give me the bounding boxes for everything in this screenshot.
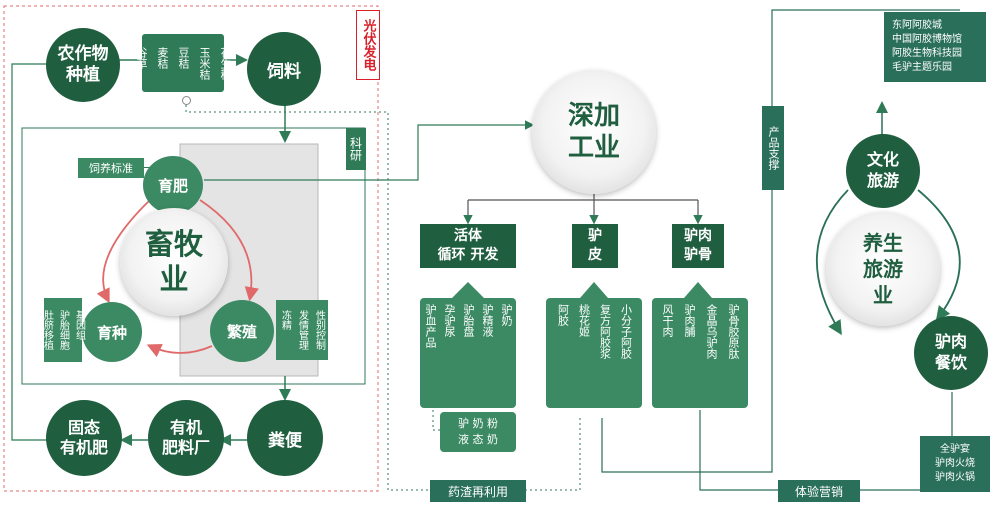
meat-products-box: 风干肉 驴肉脯 金晶乌驴肉 驴骨胶原肽	[652, 298, 748, 408]
donkey-meat-catering-node: 驴肉餐饮	[914, 316, 988, 390]
residue-reuse-tag: 药渣再利用	[430, 480, 526, 502]
crop-planting-node: 农作物种植	[46, 28, 120, 102]
culture-tourism-node: 文化旅游	[846, 134, 920, 208]
fattening-node: 育肥	[143, 156, 203, 214]
milk-products-box: 驴 奶 粉液 态 奶	[440, 412, 516, 452]
living-products-box: 驴奶 驴精液 驴胎盘 孕驴尿 驴血产品	[420, 298, 516, 408]
experience-marketing-tag: 体验营销	[778, 480, 860, 502]
product-support-label: 产品支撑	[762, 106, 784, 190]
reproduction-tech-box: 冻精 发情管理 性别控制	[276, 300, 328, 360]
dishes-box: 全驴宴 驴肉火烧 驴肉火锅	[920, 436, 990, 492]
feeding-standard-tag: 饲养标准	[78, 158, 144, 178]
animal-husbandry-center: 畜牧业	[120, 208, 228, 316]
donkey-skin-box: 驴皮	[572, 224, 618, 268]
meat-bone-box: 驴肉驴骨	[672, 224, 724, 268]
skin-products-box: 阿胶 桃花姬 复方阿胶浆 小分子阿胶	[546, 298, 642, 408]
reproduction-node: 繁殖	[210, 300, 274, 362]
solid-fertilizer-node: 固态有机肥	[46, 400, 122, 476]
tourism-places-box: 东阿阿胶城 中国阿胶博物馆 阿胶生物科技园 毛驴主题乐园	[884, 12, 986, 82]
breeding-node: 育种	[82, 302, 142, 362]
health-tourism-center: 养生 旅游 业	[826, 212, 940, 326]
living-cycle-development-box: 活体 循环 开发	[420, 224, 516, 268]
feedstuff-box: 谷草 麦秸 豆秸 玉米秸 花生秧	[135, 34, 232, 92]
feedstuff-connector-dot	[182, 96, 191, 105]
research-label: 科研	[346, 128, 366, 170]
deep-processing-center: 深加工业	[532, 70, 656, 194]
pv-label: 光伏发电	[356, 10, 380, 80]
feed-node: 饲料	[247, 32, 321, 106]
dung-node: 粪便	[247, 400, 323, 476]
breeding-tech-box: 肚脐移植 驴胎细胞 基因组	[42, 298, 85, 362]
fertilizer-factory-node: 有机肥料厂	[148, 400, 224, 476]
